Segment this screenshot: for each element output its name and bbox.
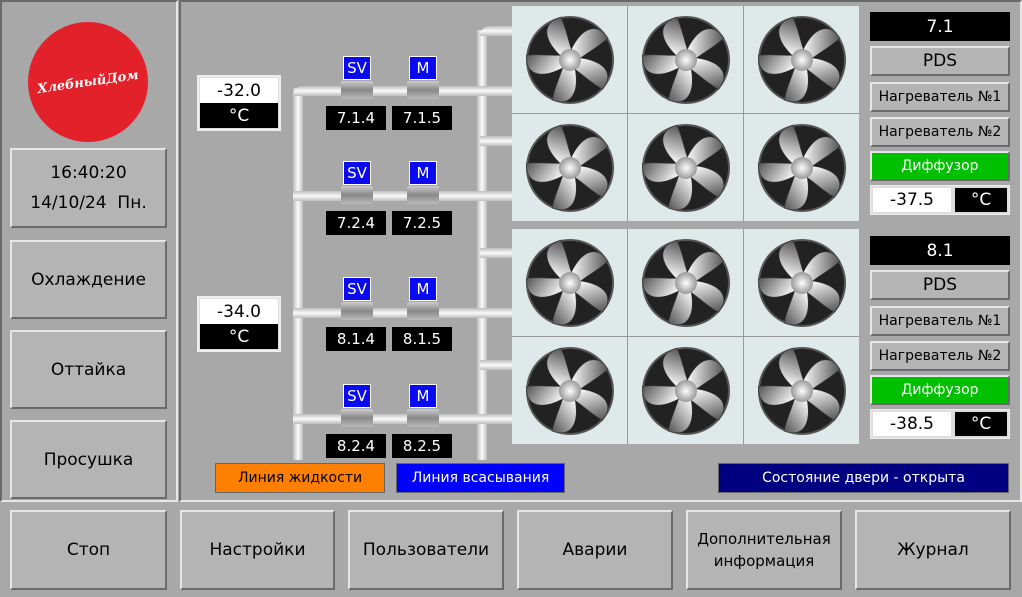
pipe	[293, 88, 303, 460]
temp-sensor-2: -34.0 °C	[197, 296, 281, 352]
pipe	[293, 191, 514, 201]
pds-indicator[interactable]: PDS	[870, 270, 1010, 300]
pipe	[477, 30, 487, 460]
pipe	[293, 414, 514, 424]
motor-valve[interactable]: M	[409, 384, 437, 408]
temp-value: -34.0	[200, 299, 278, 324]
heater-2-indicator[interactable]: Нагреватель №2	[870, 117, 1010, 147]
temp-value: -32.0	[200, 78, 278, 103]
heater-1-indicator[interactable]: Нагреватель №1	[870, 82, 1010, 112]
logo: ХлебныйДом	[28, 22, 148, 142]
evaporator-block-7	[512, 6, 859, 221]
unit-temp: -38.5 °C	[870, 409, 1010, 439]
pipe	[293, 86, 514, 96]
fan-icon	[628, 6, 743, 113]
door-status: Состояние двери - открыта	[718, 463, 1009, 493]
diffuser-indicator[interactable]: Диффузор	[870, 375, 1010, 405]
fan-icon	[512, 114, 627, 221]
pipe	[293, 308, 514, 318]
pipe	[480, 136, 514, 146]
fan-icon	[744, 114, 859, 221]
valve-body	[341, 186, 373, 204]
clock-display: 16:40:20 14/10/24 Пн.	[10, 148, 167, 228]
fan-icon	[512, 229, 627, 336]
valve-id: 7.1.5	[392, 106, 452, 130]
solenoid-valve[interactable]: SV	[343, 161, 371, 185]
valve-body	[407, 302, 439, 320]
settings-button[interactable]: Настройки	[180, 510, 335, 590]
alarms-button[interactable]: Аварии	[517, 510, 673, 590]
main-panel	[179, 0, 1022, 502]
fan-icon	[744, 229, 859, 336]
valve-id: 7.2.5	[392, 211, 452, 235]
logo-text: ХлебныйДом	[36, 67, 140, 97]
mode-cooling-button[interactable]: Охлаждение	[10, 240, 167, 319]
pipe	[480, 26, 514, 36]
valve-id: 7.1.4	[326, 106, 386, 130]
fan-icon	[512, 6, 627, 113]
valve-body	[407, 409, 439, 427]
temp-sensor-1: -32.0 °C	[197, 75, 281, 131]
solenoid-valve[interactable]: SV	[343, 277, 371, 301]
valve-id: 8.2.5	[392, 434, 452, 458]
valve-body	[341, 409, 373, 427]
heater-2-indicator[interactable]: Нагреватель №2	[870, 341, 1010, 371]
mode-drying-button[interactable]: Просушка	[10, 420, 167, 499]
time: 16:40:20	[50, 163, 127, 183]
users-button[interactable]: Пользователи	[348, 510, 504, 590]
fan-icon	[744, 6, 859, 113]
diffuser-indicator[interactable]: Диффузор	[870, 151, 1010, 181]
unit-id: 7.1	[870, 12, 1010, 41]
left-panel	[0, 0, 178, 502]
valve-body	[407, 186, 439, 204]
temp-unit: °C	[955, 412, 1007, 436]
heater-1-indicator[interactable]: Нагреватель №1	[870, 306, 1010, 336]
pipe	[480, 248, 514, 258]
valve-body	[407, 81, 439, 99]
valve-id: 8.1.4	[326, 327, 386, 351]
fan-icon	[744, 337, 859, 444]
temp-unit: °C	[200, 103, 278, 128]
date: 14/10/24 Пн.	[30, 193, 147, 213]
fan-icon	[512, 337, 627, 444]
solenoid-valve[interactable]: SV	[343, 384, 371, 408]
mode-defrost-button[interactable]: Оттайка	[10, 330, 167, 409]
fan-icon	[628, 337, 743, 444]
pds-indicator[interactable]: PDS	[870, 46, 1010, 76]
legend-suction-line: Линия всасывания	[396, 463, 565, 493]
temp-value: -38.5	[873, 412, 951, 436]
motor-valve[interactable]: M	[409, 277, 437, 301]
legend-liquid-line: Линия жидкости	[215, 463, 385, 493]
evaporator-block-8	[512, 229, 859, 444]
temp-unit: °C	[955, 188, 1007, 212]
motor-valve[interactable]: M	[409, 56, 437, 80]
stop-button[interactable]: Стоп	[10, 510, 167, 590]
temp-unit: °C	[200, 324, 278, 349]
fan-icon	[628, 229, 743, 336]
valve-id: 8.2.4	[326, 434, 386, 458]
temp-value: -37.5	[873, 188, 951, 212]
pipe	[480, 360, 514, 370]
valve-body	[341, 81, 373, 99]
solenoid-valve[interactable]: SV	[343, 56, 371, 80]
log-button[interactable]: Журнал	[855, 510, 1011, 590]
valve-id: 7.2.4	[326, 211, 386, 235]
valve-body	[341, 302, 373, 320]
unit-temp: -37.5 °C	[870, 185, 1010, 215]
additional-info-button[interactable]: Дополнительная информация	[686, 510, 842, 590]
unit-id: 8.1	[870, 236, 1010, 265]
valve-id: 8.1.5	[392, 327, 452, 351]
motor-valve[interactable]: M	[409, 161, 437, 185]
fan-icon	[628, 114, 743, 221]
